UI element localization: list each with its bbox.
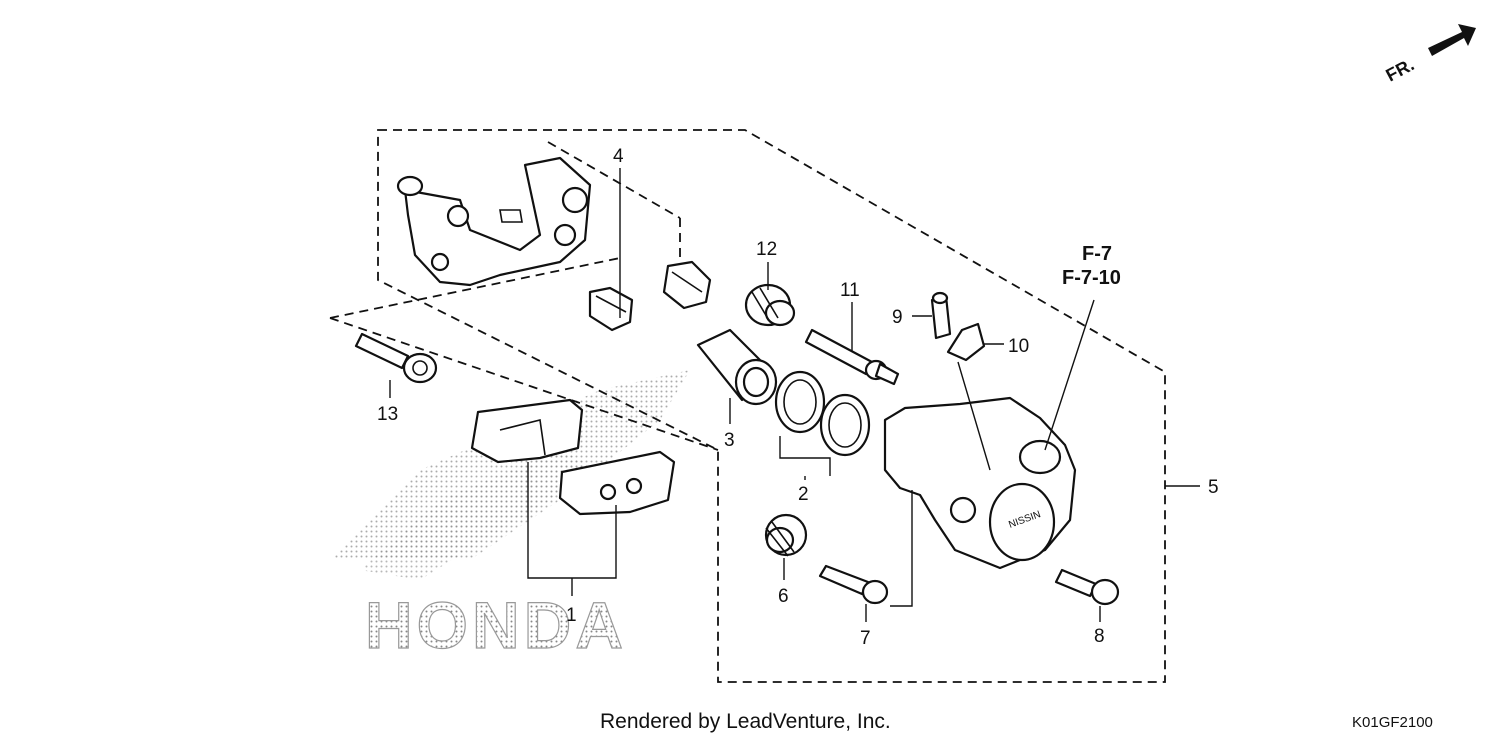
callout-2: 2 bbox=[798, 484, 809, 505]
reference-f7[interactable]: F-7 bbox=[1082, 243, 1112, 265]
callout-4: 4 bbox=[613, 146, 624, 167]
pin-bolt-7 bbox=[818, 564, 889, 605]
bolt-8 bbox=[1054, 568, 1120, 606]
footer: Rendered by LeadVenture, Inc. K01GF2100 bbox=[0, 708, 1500, 744]
callout-7: 7 bbox=[860, 628, 871, 649]
honda-watermark: HONDA bbox=[365, 588, 627, 662]
pad-spring-left bbox=[588, 286, 634, 332]
piston-3 bbox=[696, 328, 778, 406]
reference-f7-10[interactable]: F-7-10 bbox=[1062, 267, 1121, 289]
assembly-outline bbox=[329, 129, 1166, 683]
callout-9: 9 bbox=[892, 307, 903, 328]
bolt-13 bbox=[354, 332, 438, 384]
brake-pad-upper bbox=[470, 398, 584, 464]
brake-pad-lower bbox=[558, 450, 676, 516]
boot-6 bbox=[764, 513, 808, 557]
piston-seals-2 bbox=[774, 370, 871, 457]
callout-10: 10 bbox=[1008, 336, 1029, 357]
bleeder-cap-10 bbox=[946, 322, 986, 362]
leader-lines bbox=[389, 168, 1200, 622]
bleeder-valve-9 bbox=[930, 291, 952, 340]
honda-wing-watermark bbox=[330, 370, 690, 580]
pad-spring-right bbox=[662, 260, 712, 310]
callout-3: 3 bbox=[724, 430, 735, 451]
callout-8: 8 bbox=[1094, 626, 1105, 647]
front-direction-arrow: FR. bbox=[1382, 24, 1476, 86]
callout-12: 12 bbox=[756, 239, 777, 260]
rendered-by-text: Rendered by LeadVenture, Inc. bbox=[600, 710, 891, 733]
callout-5: 5 bbox=[1208, 477, 1219, 498]
callout-1: 1 bbox=[566, 605, 577, 626]
pin-bolt-11 bbox=[804, 328, 900, 386]
callout-13: 13 bbox=[377, 404, 398, 425]
callout-11: 11 bbox=[840, 280, 860, 301]
front-direction-label: FR. bbox=[1382, 54, 1417, 85]
caliper-bracket bbox=[396, 156, 592, 287]
caliper-body-5: NISSIN bbox=[883, 396, 1077, 570]
boot-12 bbox=[744, 283, 796, 327]
diagram-code: K01GF2100 bbox=[1352, 714, 1433, 731]
callout-6: 6 bbox=[778, 586, 789, 607]
